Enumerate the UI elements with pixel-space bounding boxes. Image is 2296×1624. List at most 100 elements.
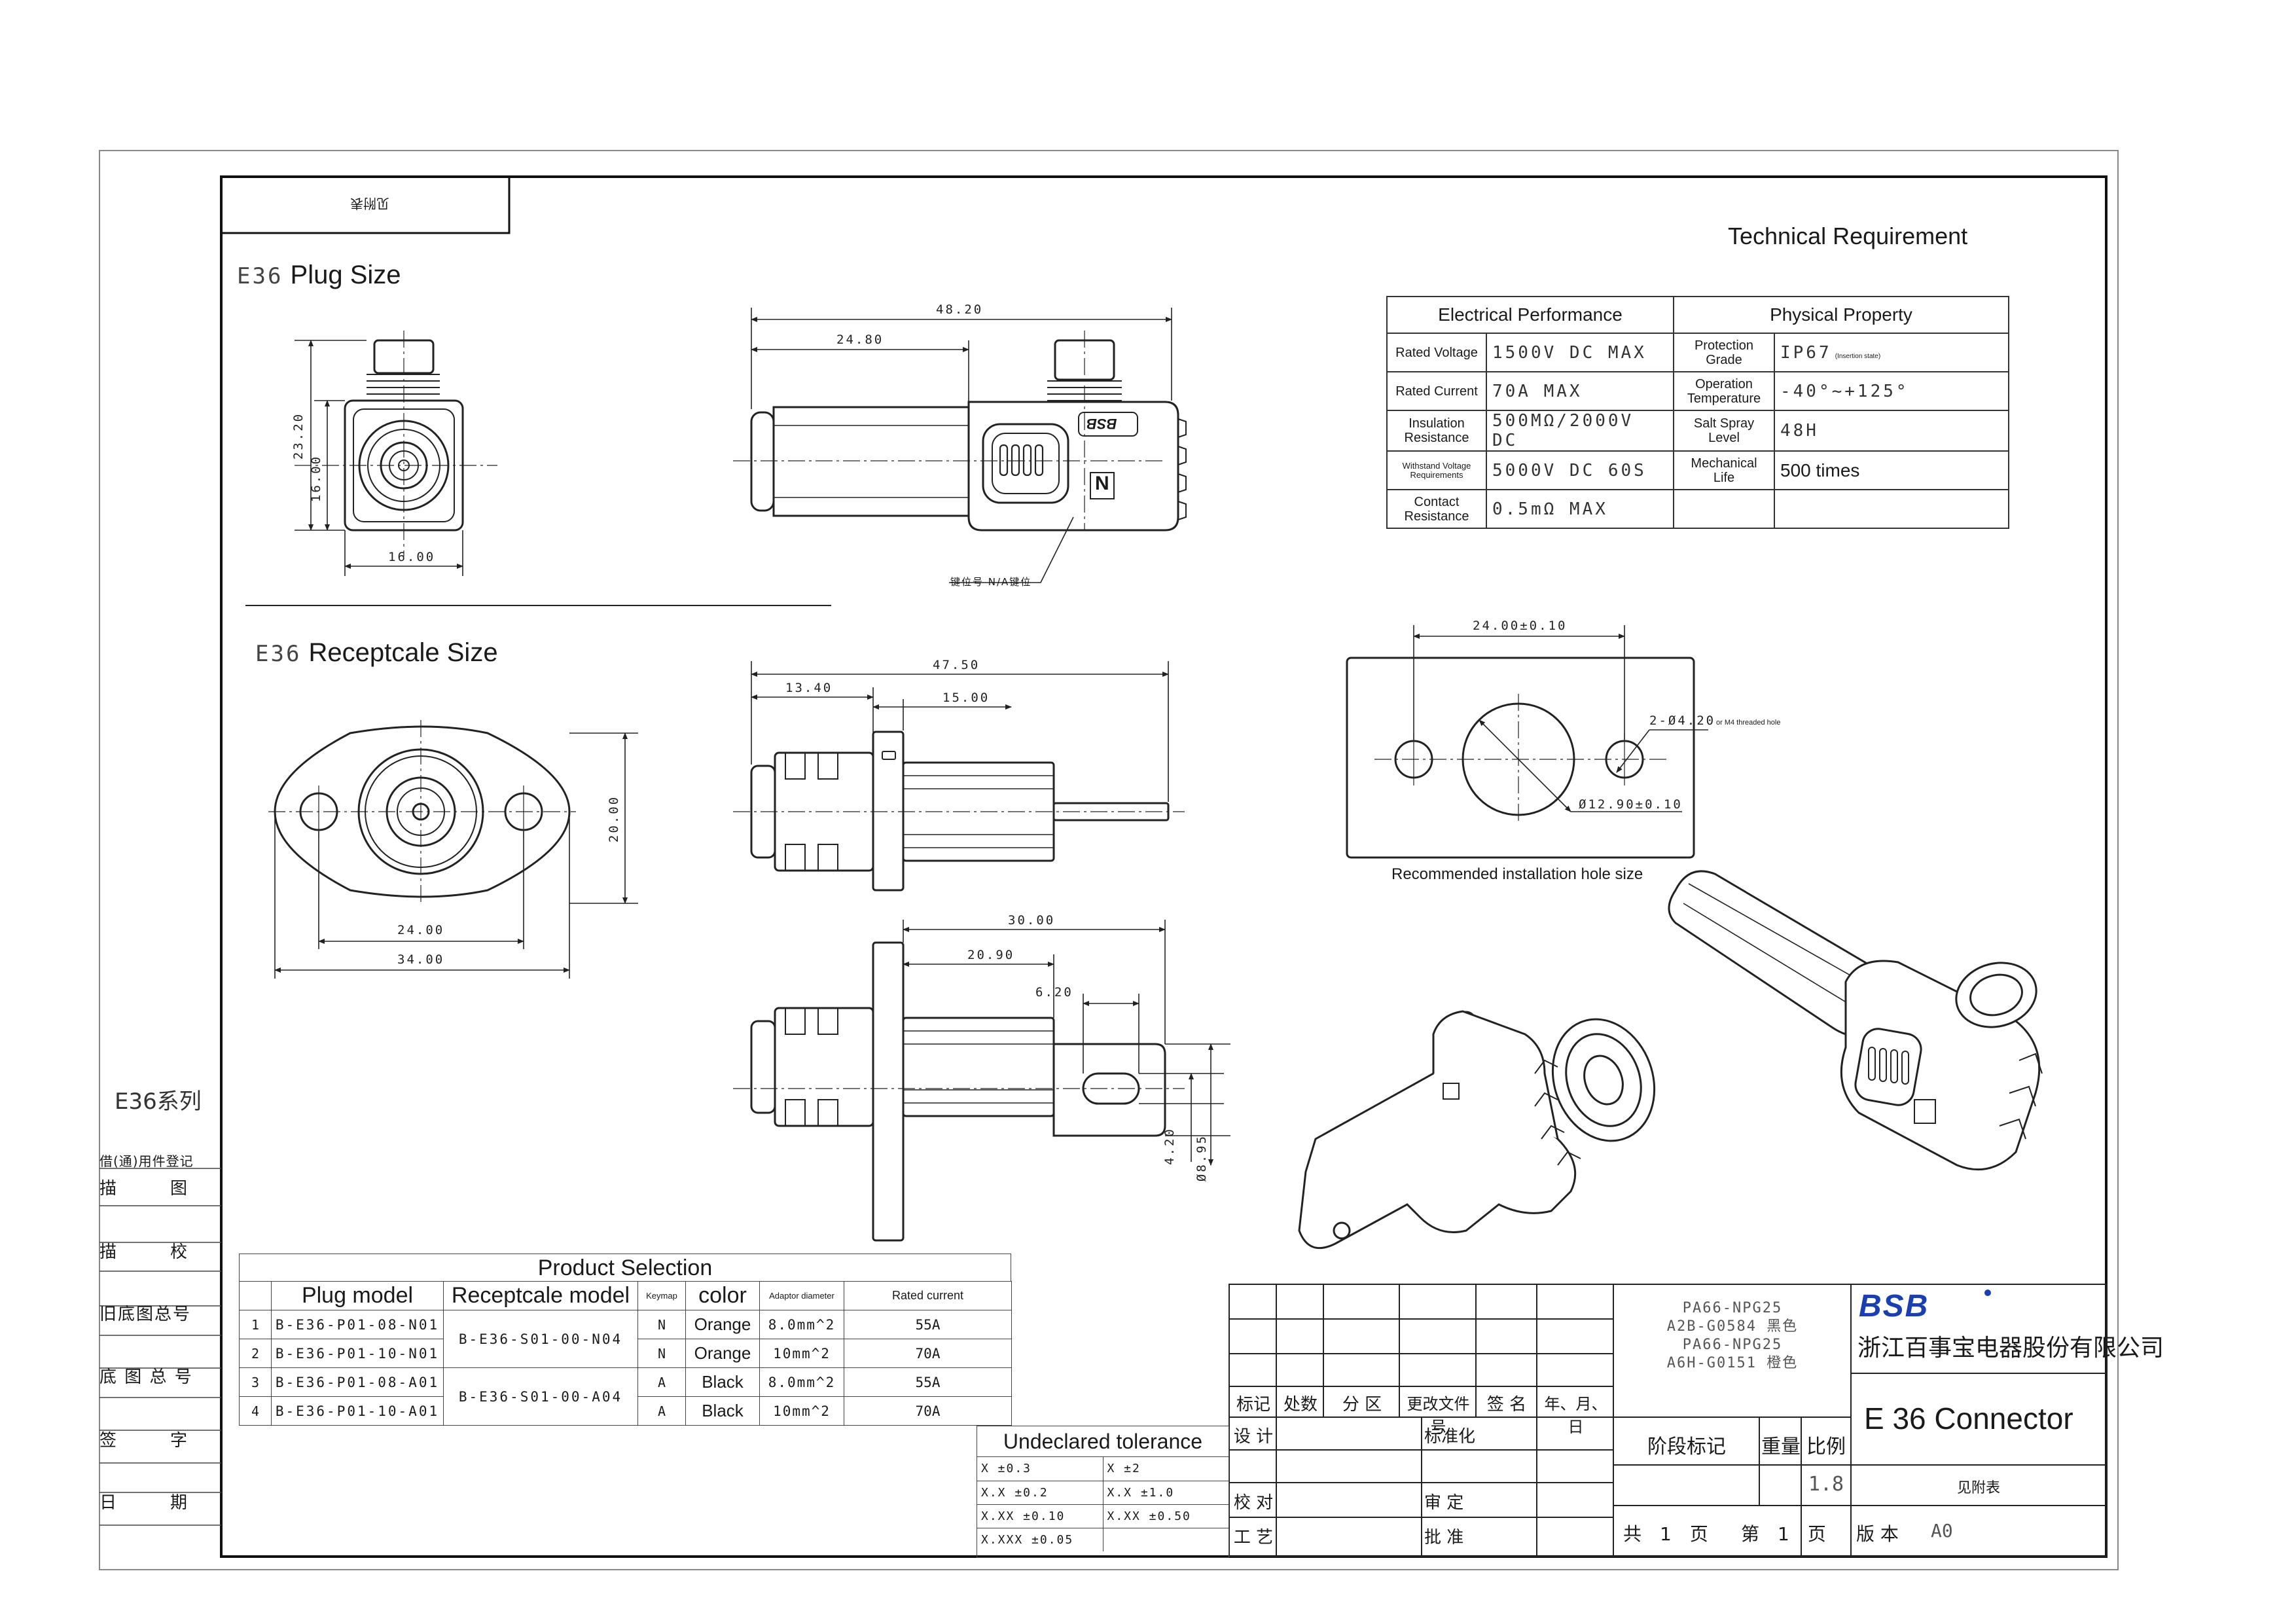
ps-row-diameter: 8.0mm^2 [759,1367,844,1397]
title-block-grid [1229,1284,2107,1557]
tb-weight: 重量 [1761,1435,1801,1458]
top-stamp: 见附表 [350,196,389,211]
ps-row: 1 B-E36-P01-08-N01 B-E36-S01-00-N04 N Or… [239,1310,1012,1368]
tolerance-row: X.XXX ±0.05 [977,1528,1229,1551]
tb-header-mark: 标记 [1236,1395,1270,1415]
dim-plug-length-partial: 24.80 [836,333,884,347]
dim-rec-pin-hole: 4.20 [1162,1127,1177,1165]
dim-plug-height-body: 16.00 [309,454,324,503]
receptacle-front-dims [274,732,638,979]
ps-row-keymap: A [637,1396,686,1426]
ps-header-receptacle: Receptcale model [443,1281,638,1310]
receptacle-front-view [268,720,576,903]
tech-req-row: Rated Voltage 1500V DC MAX Protection Gr… [1386,333,2009,372]
ps-header-current: Rated current [844,1281,1012,1310]
tech-req-row: Insulation Resistance 500MΩ/2000V DC Sal… [1386,410,2009,452]
dim-rec-length-front: 13.40 [785,681,833,695]
ps-row-color: Black [685,1396,760,1426]
tech-req-row: Withstand Voltage Requirements 5000V DC … [1386,450,2009,490]
ps-row-color: Orange [685,1310,760,1339]
tech-req-e-label: Contact Resistance [1386,489,1487,529]
dim-rec-flange-height: 20.00 [607,795,622,843]
ps-row: 4 B-E36-P01-10-A01 A Black 10mm^2 70A [239,1396,1012,1426]
tech-req-p-label: Protection Grade [1673,333,1775,372]
product-selection-title: Product Selection [239,1254,1011,1282]
tolerance-title: Undeclared tolerance [977,1426,1229,1457]
receptacle-section-name: Receptcale Size [308,638,498,667]
tech-req-p-value: 48H [1774,410,2009,452]
drawing-title: E 36 Connector [1864,1401,2073,1435]
receptacle-isometric [1298,1010,1656,1250]
ps-row-keymap: N [637,1310,686,1339]
tech-req-e-value: 1500V DC MAX [1486,333,1674,372]
tech-req-header-physical: Physical Property [1673,296,2009,334]
ps-row-current: 55A [844,1310,1012,1339]
dim-rec-hole-spacing: 24.00 [397,923,445,937]
tb-material-line: A2B-G0584 黑色 [1666,1318,1799,1335]
dim-rec-pin-width: Ø8.95 [1194,1134,1210,1182]
ps-row-no: 2 [239,1339,272,1368]
side-row-trace: 描 校 [99,1242,194,1262]
ps-row-current: 55A [844,1367,1012,1397]
tb-approve: 批 准 [1424,1528,1464,1547]
side-row-base-number: 底 图 总 号 [99,1367,193,1387]
tech-req-p-label: Mechanical Life [1673,450,1775,490]
ps-row-no: 4 [239,1396,272,1426]
tolerance-cell [1103,1528,1229,1551]
plug-side-dims [751,308,1172,583]
plug-key-callout: 键位号 N/A键位 [950,576,1032,588]
drawing-note: 见附表 [1957,1480,2001,1496]
dim-center-hole: Ø12.90±0.10 [1579,797,1683,812]
tb-process: 工 艺 [1233,1528,1274,1547]
ps-row-keymap: N [637,1339,686,1368]
receptacle-side-dims [751,661,1169,802]
plug-front-dims [295,340,463,576]
tb-review: 审 定 [1424,1493,1464,1513]
plug-side-view [733,331,1187,532]
side-row-register: 借(通)用件登记 [99,1153,194,1169]
ps-row-no: 1 [239,1310,272,1339]
company-logo: BSB [1859,1289,1929,1324]
ps-header-color: color [685,1281,760,1310]
tolerance-row: X.X ±0.2 X.X ±1.0 [977,1481,1229,1505]
receptacle-pin-view [733,941,1185,1242]
ps-header-diameter: Adaptor diameter [759,1281,844,1310]
ps-row-no: 3 [239,1367,272,1397]
receptacle-section-title: E36 Receptcale Size [255,638,498,668]
side-rows-lines [99,1168,221,1526]
side-row-date: 日 期 [99,1493,194,1513]
tech-req-p-label: Operation Temperature [1673,371,1775,411]
tolerance-row: X ±0.3 X ±2 [977,1457,1229,1481]
tech-req-p-value: -40°~+125° [1774,371,2009,411]
tb-material-line: A6H-G0151 橙色 [1666,1355,1799,1371]
ps-row-current: 70A [844,1339,1012,1368]
tb-stage-mark: 阶段标记 [1647,1435,1726,1458]
dim-rec-pin-tip: 6.20 [1035,985,1073,1000]
ps-row: 3 B-E36-P01-08-A01 B-E36-S01-00-A04 A Bl… [239,1367,1012,1426]
tech-req-p-value [1774,489,2009,529]
tolerance-cell: X.XX ±0.10 [977,1504,1103,1528]
tb-version-value: A0 [1931,1520,1953,1542]
side-row-sign: 签 字 [99,1431,194,1451]
receptacle-section-prefix: E36 [255,641,302,667]
series-label: E36系列 [115,1089,202,1115]
tech-req-p-label [1673,489,1775,529]
ps-row-current: 70A [844,1396,1012,1426]
tolerance-cell: X.X ±1.0 [1103,1481,1229,1505]
ps-row-color: Black [685,1367,760,1397]
ps-row-diameter: 10mm^2 [759,1339,844,1368]
ps-header-keymap: Keymap [637,1281,686,1310]
tb-material-line: PA66-NPG25 [1682,1300,1783,1316]
tb-page-no: 第 1 页 [1741,1523,1826,1545]
tech-req-e-label: Rated Current [1386,371,1487,411]
side-row-draw: 描 图 [99,1179,194,1199]
plug-brand-mark: BSB [1086,416,1117,432]
product-selection-table: Plug model Receptcale model Keymap color… [239,1281,1012,1426]
company-name: 浙江百事宝电器股份有限公司 [1857,1335,2164,1362]
tb-check: 校 对 [1233,1493,1274,1513]
tolerance-row: X.XX ±0.10 X.XX ±0.50 [977,1504,1229,1528]
plug-isometric [1668,870,2043,1171]
inner-frame [220,175,2108,1558]
